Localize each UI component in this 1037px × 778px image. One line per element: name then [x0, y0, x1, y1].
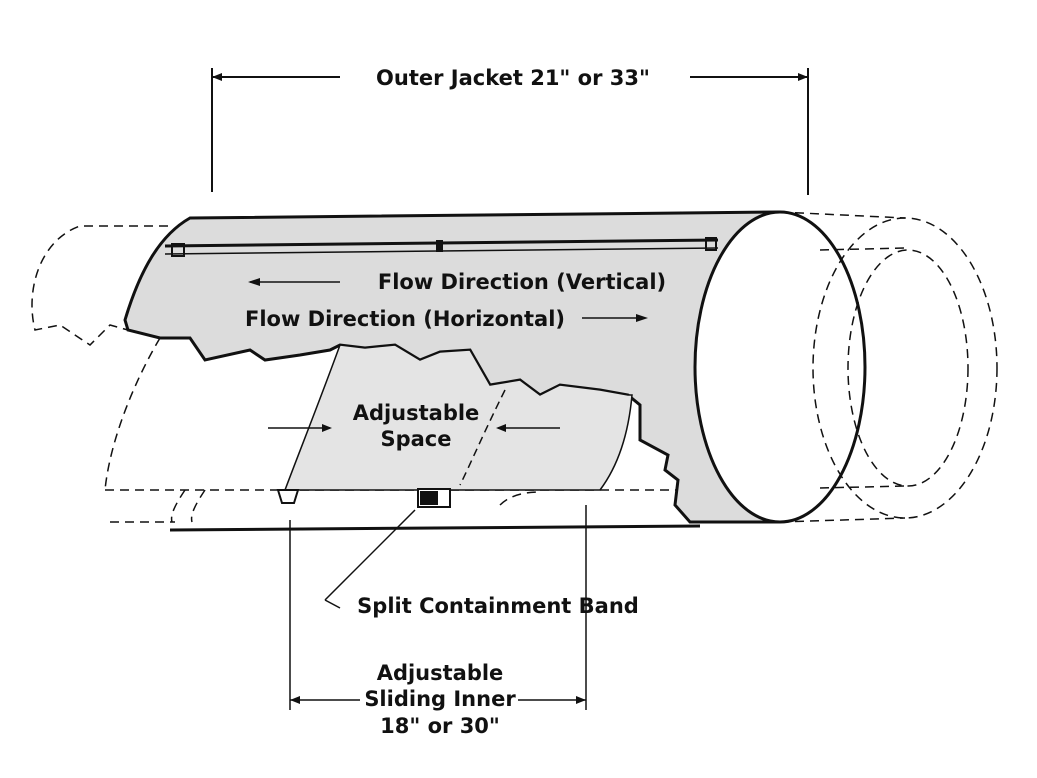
inner-dim-arrowhead-left [290, 696, 300, 704]
right-pipe-end [693, 210, 998, 524]
split-band-leader-hook [324, 599, 341, 609]
inner-edge-dash-1 [170, 489, 186, 523]
inner-label-line3: 18" or 30" [380, 714, 500, 738]
outer-jacket-dimension: Outer Jacket 21" or 33" [211, 66, 809, 195]
left-pipe-outline-mid [104, 337, 161, 491]
inner-label-line2: Sliding Inner [364, 687, 516, 711]
flow-horizontal-label: Flow Direction (Horizontal) [245, 307, 565, 331]
gasket-clip-left [276, 489, 300, 504]
flow-vertical-arrowhead [248, 278, 260, 286]
adjustable-space-label-line2: Space [380, 427, 451, 451]
adjustable-arrow-left-head [322, 424, 332, 432]
split-band-leader [324, 509, 416, 601]
flow-vertical-label: Flow Direction (Vertical) [378, 270, 666, 294]
flow-horizontal-arrowhead [636, 314, 648, 322]
left-pipe-outline-upper [31, 225, 168, 346]
inner-edge-dash-3 [499, 491, 541, 506]
right-pipe-bottom-dashed [779, 517, 906, 523]
arrowhead-left [212, 73, 222, 81]
flow-direction-labels: Flow Direction (Vertical) Flow Direction… [245, 270, 666, 331]
split-band-label: Split Containment Band [357, 594, 639, 618]
inner-edge-dash-2 [190, 489, 206, 523]
rail-clip-center [436, 240, 443, 252]
inner-sliding-dimension: Adjustable Sliding Inner 18" or 30" [289, 505, 587, 738]
inner-sleeve: Adjustable Space [268, 344, 633, 508]
split-band-clamp-fill [420, 491, 438, 505]
rail-clip-right [705, 237, 717, 251]
adjustable-arrow-right-head [496, 424, 506, 432]
arrowhead-right [798, 73, 808, 81]
right-pipe-top-dashed [779, 211, 906, 219]
inner-sleeve-dashed-edge [459, 389, 506, 486]
inner-dim-arrowhead-right [576, 696, 586, 704]
split-band-callout: Split Containment Band [324, 509, 639, 618]
right-pipe-outer-ring [812, 217, 998, 519]
jacket-end-face [693, 210, 867, 524]
right-pipe-inner-ring [847, 249, 969, 487]
jacket-bottom-edge [169, 524, 701, 532]
adjustable-space-label-line1: Adjustable [353, 401, 480, 425]
inner-sleeve-body [283, 344, 633, 491]
rail-clip-left [171, 243, 185, 257]
inner-label-line1: Adjustable [377, 661, 504, 685]
outer-jacket-label: Outer Jacket 21" or 33" [376, 66, 650, 90]
